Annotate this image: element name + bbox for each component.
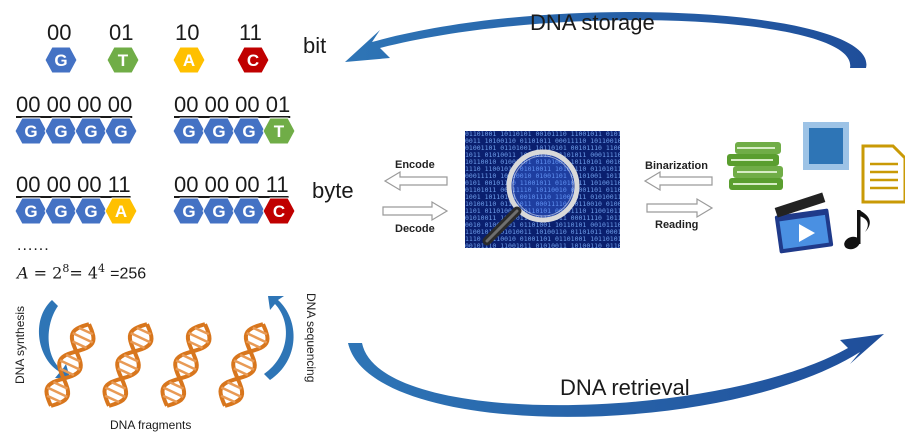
nucleotide-letter: G: [182, 202, 195, 221]
nucleotide-letter: G: [212, 202, 225, 221]
nucleotide-letter: G: [242, 202, 255, 221]
file-icons: [725, 120, 905, 260]
dna-fragments-label: DNA fragments: [110, 418, 191, 432]
encode-label: Encode: [395, 159, 435, 171]
nucleotide-hexagon: C: [262, 197, 296, 225]
bit-code: 01: [109, 20, 133, 46]
nucleotide-hexagon: G: [44, 197, 78, 225]
bit-code: 00: [47, 20, 71, 46]
music-note-icon: [842, 210, 869, 251]
nucleotide-hexagon: G: [74, 197, 108, 225]
decode-arrow: [383, 202, 447, 220]
formula-rhs: =256: [110, 265, 146, 282]
nucleotide-hexagon: G: [74, 117, 108, 145]
picture-stamp-icon: [803, 122, 849, 170]
nucleotide-hexagon: G: [44, 117, 78, 145]
dna-fragments-graphic: [40, 310, 300, 430]
byte-code: 00 00 00 01: [174, 92, 290, 118]
dna-synthesis-label: DNA synthesis: [13, 306, 27, 384]
nucleotide-letter: T: [274, 122, 285, 141]
magnifier-icon: [465, 131, 620, 248]
binary-data-image: 01101001 10110101 00101110 11001011 0101…: [465, 131, 620, 248]
nucleotide-letter: G: [242, 122, 255, 141]
formula-eq: = 2: [34, 263, 63, 282]
nucleotide-letter: G: [54, 51, 67, 70]
nucleotide-hexagon: G: [104, 117, 138, 145]
bit-code: 10: [175, 20, 199, 46]
formula: A = 28= 44 =256: [17, 262, 146, 283]
nucleotide-hexagon: G: [172, 197, 206, 225]
nucleotide-letter: G: [54, 202, 67, 221]
nucleotide-letter: C: [247, 51, 259, 70]
nucleotide-hexagon: G: [172, 117, 206, 145]
byte-label: byte: [312, 178, 354, 204]
nucleotide-hexagon: C: [236, 46, 270, 74]
nucleotide-hexagon: G: [44, 46, 78, 74]
nucleotide-hexagon: G: [232, 117, 266, 145]
nucleotide-letter: G: [24, 202, 37, 221]
dna-helix: [157, 320, 215, 411]
nucleotide-hexagon: T: [106, 46, 140, 74]
byte-code: 00 00 00 11: [16, 172, 131, 198]
binarization-arrow: [645, 172, 712, 190]
nucleotide-hexagon: G: [14, 197, 48, 225]
nucleotide-letter: A: [115, 202, 127, 221]
encode-arrow: [385, 172, 447, 190]
dna-storage-label: DNA storage: [530, 10, 655, 36]
formula-exp2: 4: [98, 262, 105, 275]
formula-lhs: A: [17, 263, 29, 282]
dna-helix: [215, 320, 273, 411]
nucleotide-letter: C: [273, 202, 285, 221]
nucleotide-hexagon: A: [104, 197, 138, 225]
byte-code: 00 00 00 11: [174, 172, 289, 198]
nucleotide-letter: G: [182, 122, 195, 141]
nucleotide-hexagon: G: [202, 117, 236, 145]
nucleotide-letter: G: [84, 122, 97, 141]
ellipsis: ......: [17, 237, 50, 255]
nucleotide-letter: G: [212, 122, 225, 141]
nucleotide-letter: G: [114, 122, 127, 141]
nucleotide-hexagon: T: [262, 117, 296, 145]
nucleotide-hexagon: G: [14, 117, 48, 145]
nucleotide-letter: G: [24, 122, 37, 141]
nucleotide-hexagon: G: [232, 197, 266, 225]
nucleotide-letter: G: [54, 122, 67, 141]
video-clapper-icon: [775, 193, 834, 254]
nucleotide-letter: G: [84, 202, 97, 221]
bit-label: bit: [303, 33, 326, 59]
reading-arrow: [647, 199, 712, 217]
formula-mid: = 4: [69, 263, 98, 282]
dna-sequencing-label: DNA sequencing: [304, 293, 318, 382]
dna-retrieval-label: DNA retrieval: [560, 375, 690, 401]
document-icon: [863, 146, 905, 202]
books-icon: [727, 142, 783, 190]
nucleotide-hexagon: G: [202, 197, 236, 225]
dna-helix: [99, 320, 157, 411]
nucleotide-letter: T: [118, 51, 129, 70]
reading-label: Reading: [655, 219, 698, 231]
byte-code: 00 00 00 00: [16, 92, 132, 118]
decode-label: Decode: [395, 223, 435, 235]
nucleotide-hexagon: A: [172, 46, 206, 74]
bit-code: 11: [239, 20, 262, 46]
binarization-label: Binarization: [645, 160, 708, 172]
dna-helix: [41, 320, 99, 411]
nucleotide-letter: A: [183, 51, 195, 70]
